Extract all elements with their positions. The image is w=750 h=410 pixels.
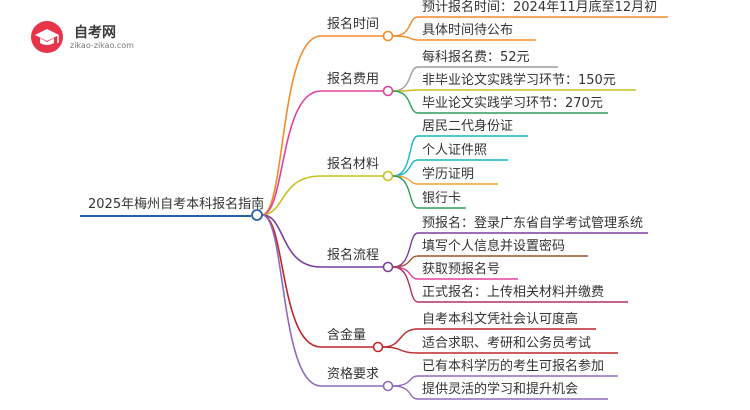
child-label-0-1: 具体时间待公布: [422, 23, 514, 38]
child-connector-3-2: [392, 266, 419, 280]
branch-node-4: [372, 341, 384, 353]
branch-label-5: 资格要求: [327, 367, 380, 382]
child-label-3-3: 正式报名：上传相关材料并缴费: [422, 285, 605, 300]
child-connector-0-0: [392, 16, 419, 37]
child-connector-1-0: [392, 66, 419, 92]
child-label-3-2: 获取预报名号: [422, 262, 501, 277]
child-connector-2-3: [392, 175, 419, 209]
branch-label-3: 报名流程: [327, 248, 380, 263]
root-label: 2025年梅州自考本科报名指南: [88, 197, 265, 212]
child-connector-4-1: [382, 346, 419, 354]
child-connector-3-0: [392, 232, 419, 268]
branch-connector-0: [261, 35, 322, 216]
branch-node-0: [382, 30, 394, 42]
child-label-1-2: 毕业论文实践学习环节：270元: [422, 96, 603, 111]
branch-label-4: 含金量: [327, 328, 367, 343]
branch-node-1: [382, 85, 394, 97]
child-label-3-0: 预报名：登录广东省自学考试管理系统: [422, 216, 644, 231]
branch-connector-5: [261, 214, 322, 387]
child-label-4-0: 自考本科文凭社会认可度高: [422, 312, 579, 327]
child-connector-4-0: [382, 328, 419, 348]
logo-name: 自考网: [74, 25, 116, 41]
child-connector-3-1: [392, 255, 419, 268]
child-label-5-0: 已有本科学历的考生可报名参加: [422, 359, 605, 374]
child-label-4-1: 适合求职、考研和公务员考试: [422, 336, 592, 351]
child-connector-1-2: [392, 90, 419, 114]
graduation-cap-icon: [31, 21, 63, 53]
branch-label-2: 报名材料: [327, 157, 380, 172]
child-connector-2-0: [392, 135, 419, 177]
child-label-2-3: 银行卡: [422, 191, 462, 206]
child-label-5-1: 提供灵活的学习和提升机会: [422, 382, 579, 397]
branch-connector-1: [261, 90, 322, 216]
child-label-0-0: 预计报名时间：2024年11月底至12月初: [422, 0, 658, 15]
child-label-2-2: 学历证明: [422, 167, 475, 182]
child-connector-0-1: [392, 35, 419, 41]
logo-url: zikao-zikao.com: [70, 41, 134, 50]
branch-label-1: 报名费用: [327, 72, 380, 87]
child-connector-3-3: [392, 266, 419, 303]
child-label-1-0: 每科报名费：52元: [422, 50, 530, 65]
child-connector-5-1: [392, 385, 419, 400]
logo: 自考网 zikao-zikao.com: [30, 18, 150, 58]
child-connector-5-0: [392, 375, 419, 387]
child-label-2-0: 居民二代身份证: [422, 119, 514, 134]
root-node: [251, 209, 263, 221]
child-label-3-1: 填写个人信息并设置密码: [422, 239, 566, 254]
child-label-1-1: 非毕业论文实践学习环节：150元: [422, 73, 616, 88]
branch-node-3: [382, 261, 394, 273]
branch-connector-3: [261, 214, 322, 268]
branch-label-0: 报名时间: [327, 17, 380, 32]
branch-node-2: [382, 170, 394, 182]
branch-node-5: [382, 380, 394, 392]
child-label-2-1: 个人证件照: [422, 143, 488, 158]
branch-connector-4: [261, 214, 322, 348]
branch-connector-2: [261, 175, 322, 216]
